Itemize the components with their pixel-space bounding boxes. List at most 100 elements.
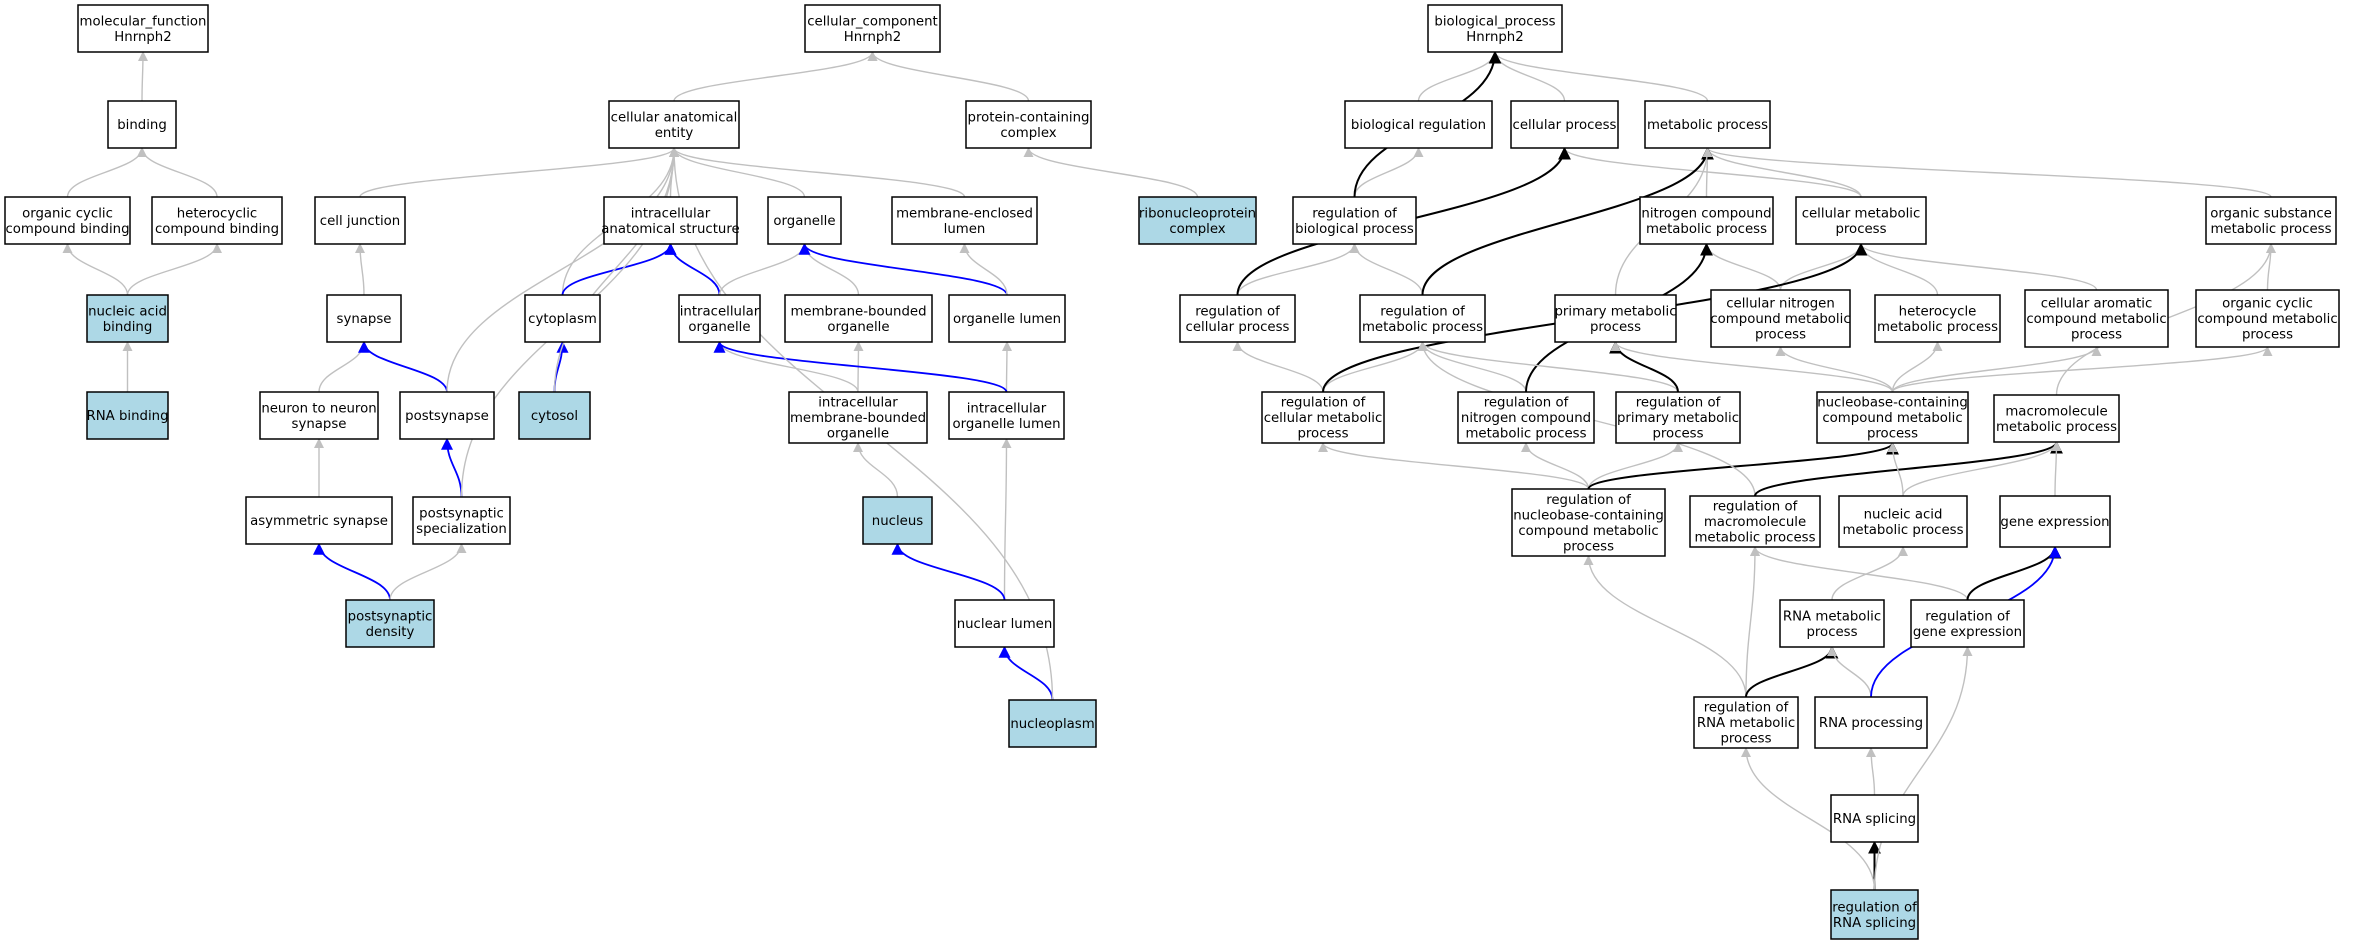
edge-is_a-membrane_lumen-to-cell_anat [669, 147, 966, 198]
node-label-n2n_synapse-line-1: synapse [292, 417, 347, 432]
edge-part_of-intracell_organelle-to-intracell_struct [664, 242, 721, 296]
node-bio_reg[interactable]: biological regulation [1344, 100, 1493, 149]
node-organelle_lumen[interactable]: organelle lumen [948, 294, 1066, 343]
node-organelle[interactable]: organelle [767, 196, 842, 245]
node-synapse[interactable]: synapse [326, 294, 402, 343]
node-box-org_cyc_met [2195, 289, 2340, 348]
node-label-nucleic_acid_binding-line-0: nucleic acid [88, 304, 167, 319]
node-box-bp_root [1427, 4, 1563, 53]
node-gene_expr[interactable]: gene expression [1999, 495, 2111, 548]
node-box-hetero_met [1874, 294, 2001, 343]
node-box-cell_met [1795, 196, 1927, 245]
node-box-nucleobase_met [1816, 391, 1969, 444]
node-reg_nucleobase[interactable]: regulation ofnucleobase-containingcompou… [1511, 488, 1666, 557]
edge-is_a-reg_gene_expr-to-reg_macro_met [1750, 546, 1969, 601]
edge-is_a-nucleic_met-to-macro_met [1902, 441, 2062, 497]
node-label-reg_primary_met-line-2: process [1652, 427, 1703, 442]
node-rna_binding[interactable]: RNA binding [86, 391, 169, 440]
node-label-reg_primary_met-line-1: primary metabolic [1617, 411, 1739, 426]
node-rna_splicing[interactable]: RNA splicing [1830, 794, 1919, 843]
node-label-org_sub_met-line-1: metabolic process [2210, 222, 2331, 237]
node-nuclear_lumen[interactable]: nuclear lumen [954, 599, 1055, 648]
node-label-intra_membrane_org-line-0: intracellular [818, 396, 898, 411]
edge-is_a-gene_expr-to-macro_met [2051, 441, 2062, 497]
node-label-macro_met-line-1: metabolic process [1996, 420, 2117, 435]
node-box-org_cyclic_binding [4, 196, 131, 245]
node-label-cell_nitro_met-line-0: cellular nitrogen [1726, 297, 1835, 312]
node-box-membrane_bounded [784, 294, 933, 343]
node-cytosol[interactable]: cytosol [518, 391, 591, 440]
node-box-intra_membrane_org [788, 391, 928, 444]
node-box-reg_cell_met [1261, 391, 1385, 444]
edge-is_a-cytosol-to-cell_anat [553, 147, 679, 393]
node-binding[interactable]: binding [107, 100, 177, 149]
node-label-membrane_bounded-line-1: organelle [827, 320, 889, 335]
edge-part_of-nucleoplasm-to-nuclear_lumen [998, 645, 1054, 701]
edge-is_a-nucleobase_met-to-cell_nitro_met [1775, 346, 1894, 393]
node-cell_process[interactable]: cellular process [1510, 100, 1619, 149]
node-cell_junction[interactable]: cell junction [314, 196, 406, 245]
edge-is_a-org_cyclic_binding-to-binding [66, 147, 147, 198]
node-metabolic[interactable]: metabolic process [1644, 100, 1771, 149]
node-label-cell_anat-line-0: cellular anatomical [611, 110, 738, 125]
node-label-primary_met-line-1: process [1590, 320, 1641, 335]
node-nucleoplasm[interactable]: nucleoplasm [1008, 699, 1097, 748]
node-label-nucleic_met-line-1: metabolic process [1842, 523, 1963, 538]
edge-is_a-cell_anat-to-cc_root [673, 51, 878, 102]
node-label-reg_rna_met-line-0: regulation of [1704, 701, 1789, 716]
node-rna_processing[interactable]: RNA processing [1814, 696, 1928, 749]
node-label-reg_cell_met-line-2: process [1297, 427, 1348, 442]
node-asym_synapse[interactable]: asymmetric synapse [245, 496, 393, 545]
node-box-intracell_organelle [678, 294, 761, 343]
node-label-nuclear_lumen-line-0: nuclear lumen [957, 617, 1053, 632]
node-label-cell_met-line-0: cellular metabolic [1802, 206, 1921, 221]
node-postsynapse[interactable]: postsynapse [399, 391, 495, 440]
node-nucleus[interactable]: nucleus [862, 496, 933, 545]
node-box-primary_met [1554, 294, 1677, 343]
node-cytoplasm[interactable]: cytoplasm [524, 294, 601, 343]
node-label-reg_nucleobase-line-3: process [1563, 539, 1614, 554]
node-label-rna_binding-line-0: RNA binding [86, 409, 168, 424]
edge-layer [62, 50, 2276, 891]
